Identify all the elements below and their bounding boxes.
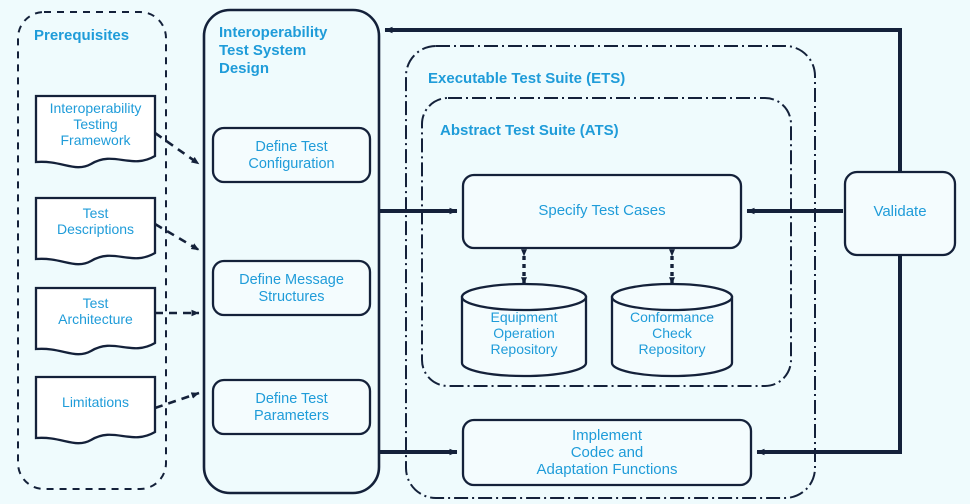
design-step-box-2[interactable]: [211, 259, 372, 317]
design-step-box-1[interactable]: [211, 126, 372, 184]
ets-group-border: [405, 45, 816, 499]
prerequisites-group-border: [17, 11, 167, 490]
ats-group-border: [421, 97, 792, 387]
conformance-check-repository-shape[interactable]: [610, 282, 734, 378]
prereq-doc-shape-3: [34, 286, 157, 356]
prereq-doc-shape-2: [34, 196, 157, 266]
implement-codec-box[interactable]: [461, 418, 753, 487]
arrow-validate-to-implement-codec: [756, 255, 902, 456]
arrow-prereq1-to-design: [154, 131, 200, 166]
design-group-border: [202, 8, 381, 495]
prereq-doc-shape-4: [34, 375, 157, 445]
design-step-box-3[interactable]: [211, 378, 372, 436]
arrow-prereq2-to-design: [154, 222, 200, 252]
prereq-doc-shape-1: [34, 94, 157, 169]
specify-test-cases-box[interactable]: [461, 173, 743, 250]
validate-box[interactable]: [843, 170, 957, 257]
arrow-prereq4-to-design: [154, 391, 200, 410]
equipment-operation-repository-shape[interactable]: [460, 282, 588, 378]
arrow-top-return-to-design: [384, 26, 902, 172]
